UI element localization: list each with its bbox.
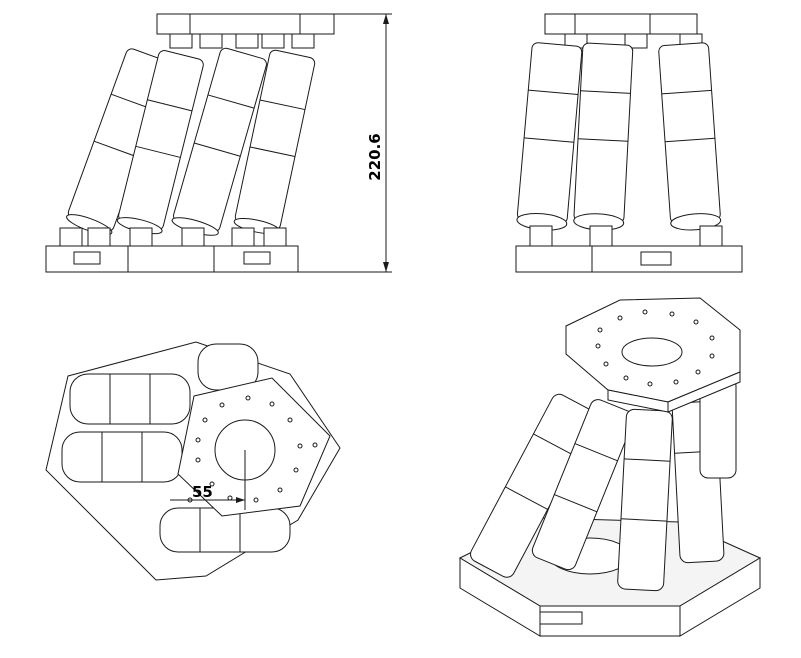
connector <box>539 611 583 625</box>
connector <box>73 251 101 265</box>
diameter-dimension-label: 55 <box>192 483 213 501</box>
height-dimension: 220.6 <box>298 13 392 273</box>
top-view: 55 <box>45 341 341 581</box>
base-platform <box>515 245 743 273</box>
lower-joints <box>529 225 723 247</box>
connector <box>640 251 672 266</box>
upper-joints <box>169 33 315 49</box>
lower-joints <box>59 227 287 247</box>
actuator-legs <box>61 343 291 553</box>
mounting-holes <box>595 309 715 387</box>
center-bore <box>621 337 683 367</box>
connector <box>243 251 271 265</box>
top-platform-edge <box>667 371 741 413</box>
front-view: 220.6 <box>45 13 392 273</box>
actuator-legs <box>516 42 722 231</box>
actuator-legs <box>66 47 316 236</box>
top-platform <box>156 13 335 35</box>
height-dimension-label: 220.6 <box>366 133 384 180</box>
isometric-view <box>458 297 762 637</box>
actuator-legs <box>470 377 737 592</box>
side-view <box>515 13 743 273</box>
diameter-dimension: 55 <box>170 450 246 510</box>
base-plate-side <box>679 557 761 637</box>
top-platform <box>544 13 698 35</box>
